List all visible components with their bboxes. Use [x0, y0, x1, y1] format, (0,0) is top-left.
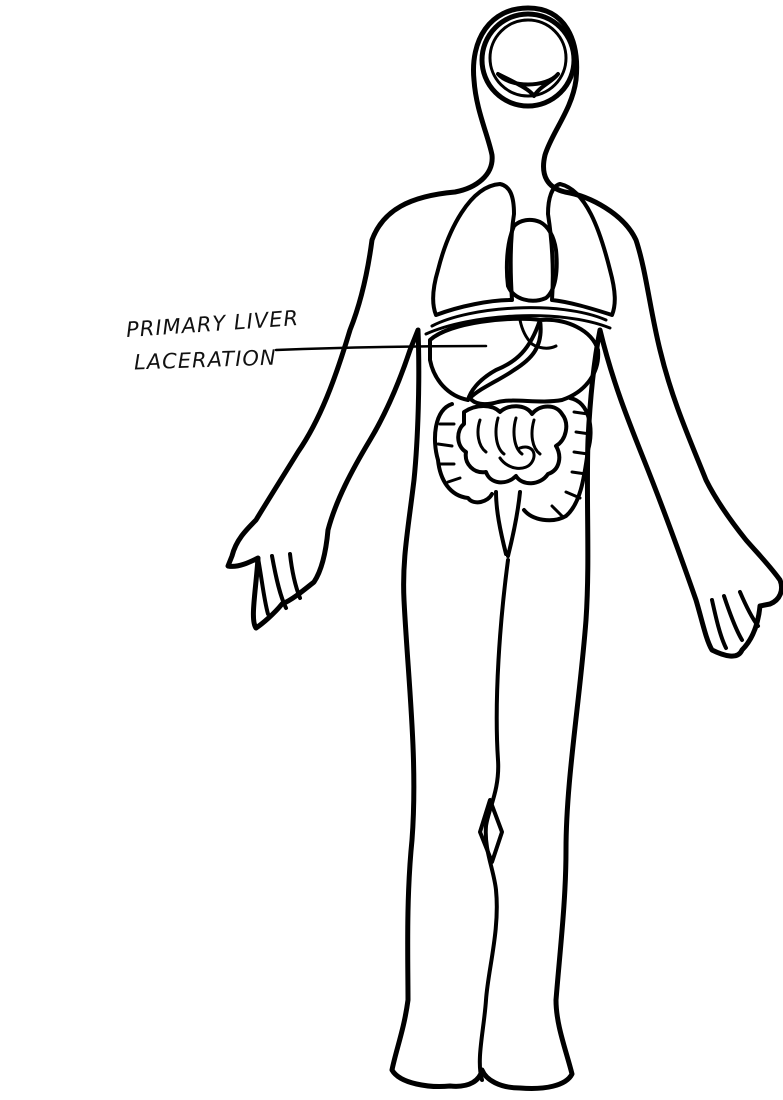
label-leader-line — [276, 346, 486, 350]
intestine-folds — [478, 418, 540, 468]
right-lung — [548, 184, 615, 315]
heart — [507, 220, 557, 301]
rectum — [496, 492, 520, 556]
left-lung — [433, 184, 514, 315]
annotation-line-2: LACERATION — [134, 348, 277, 374]
brain-stem — [498, 74, 558, 96]
large-intestine — [435, 398, 591, 520]
small-intestine — [458, 406, 566, 483]
